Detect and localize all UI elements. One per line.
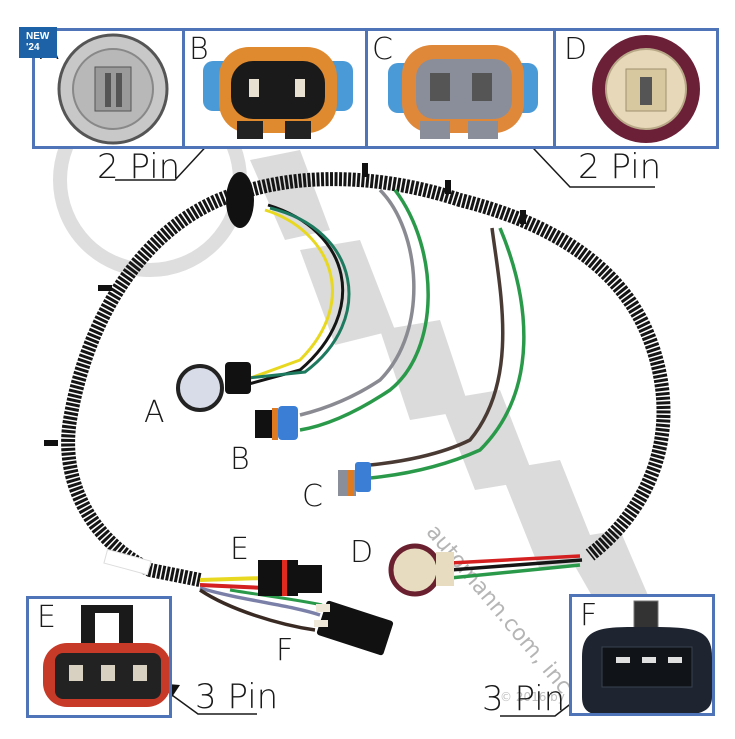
- wire-green-a: [247, 206, 351, 380]
- inset-letter-f: F: [580, 598, 598, 633]
- harness-label-f: F: [276, 633, 294, 668]
- wire-yellow-a: [244, 208, 334, 382]
- wire-yellow-e: [199, 576, 266, 582]
- connector-e-photo: [43, 605, 169, 707]
- harness-label-d: D: [350, 535, 374, 570]
- wire-red-e: [199, 583, 266, 590]
- wire-black-d: [449, 558, 583, 572]
- inset-letter-c: C: [372, 32, 393, 67]
- callout-bottom-left: 3 Pin: [195, 677, 279, 717]
- wire-brown-f: [199, 588, 316, 632]
- connector-a-socket: [176, 364, 224, 412]
- wire-gray-b: [299, 188, 416, 417]
- connector-c-lock: [355, 462, 371, 492]
- inset-c: C: [365, 28, 556, 149]
- wire-bluegray-f: [199, 586, 321, 617]
- loom-left: [61, 183, 252, 587]
- wire-brown-c: [369, 227, 505, 467]
- harness-label-a: A: [144, 395, 165, 430]
- wire-green-f: [229, 588, 323, 607]
- harness-label-e: E: [230, 532, 249, 567]
- harness-label-b: B: [230, 442, 250, 477]
- wire-green-c: [369, 227, 526, 480]
- grommet: [226, 172, 254, 228]
- connector-d-photo: [592, 35, 700, 143]
- connector-a-photo: [57, 33, 169, 145]
- connector-f-latch-2: [314, 620, 328, 627]
- loom-clips: [44, 163, 526, 446]
- connector-d-socket: [388, 543, 442, 597]
- connector-c-body: [338, 470, 356, 496]
- connector-b-photo: [203, 47, 353, 139]
- connector-d-neck: [436, 552, 454, 586]
- callout-top-right: 2 Pin: [578, 147, 662, 187]
- connector-c-seal: [348, 470, 353, 496]
- connector-f-photo: [582, 600, 712, 713]
- inset-e: E: [26, 596, 172, 718]
- inset-letter-b: B: [189, 32, 209, 67]
- connector-f-latch-1: [316, 604, 330, 612]
- inset-d: D: [553, 28, 719, 149]
- callout-line-bottom-left: [164, 689, 257, 715]
- loom-right: [248, 172, 671, 561]
- new-badge-line1: NEW: [26, 31, 50, 42]
- connector-b-lock: [278, 406, 298, 440]
- connector-b-body: [255, 410, 273, 438]
- new-badge-line2: '24: [26, 42, 40, 53]
- wire-black-a: [244, 203, 345, 387]
- connector-e-body: [258, 560, 298, 596]
- loom-tape: [103, 548, 152, 576]
- connector-e-housing: [298, 565, 322, 593]
- harness-label-c: C: [302, 479, 323, 514]
- inset-b: B: [182, 28, 368, 149]
- new-badge: NEW '24: [19, 27, 57, 58]
- callout-top-left: 2 Pin: [97, 147, 181, 187]
- callout-bottom-right: 3 Pin: [482, 679, 566, 719]
- connector-a-body: [225, 362, 251, 394]
- wire-red-d: [449, 554, 581, 565]
- connector-b-seal: [272, 408, 278, 440]
- inset-letter-d: D: [564, 32, 588, 67]
- wire-green-d: [449, 563, 581, 580]
- connector-f-body: [316, 600, 394, 656]
- connector-c-photo: [388, 45, 538, 139]
- inset-a: A: [32, 28, 185, 149]
- connector-e-seal: [282, 560, 287, 596]
- inset-f: F: [569, 594, 715, 716]
- wire-green-b: [299, 188, 430, 432]
- inset-letter-e: E: [37, 600, 56, 635]
